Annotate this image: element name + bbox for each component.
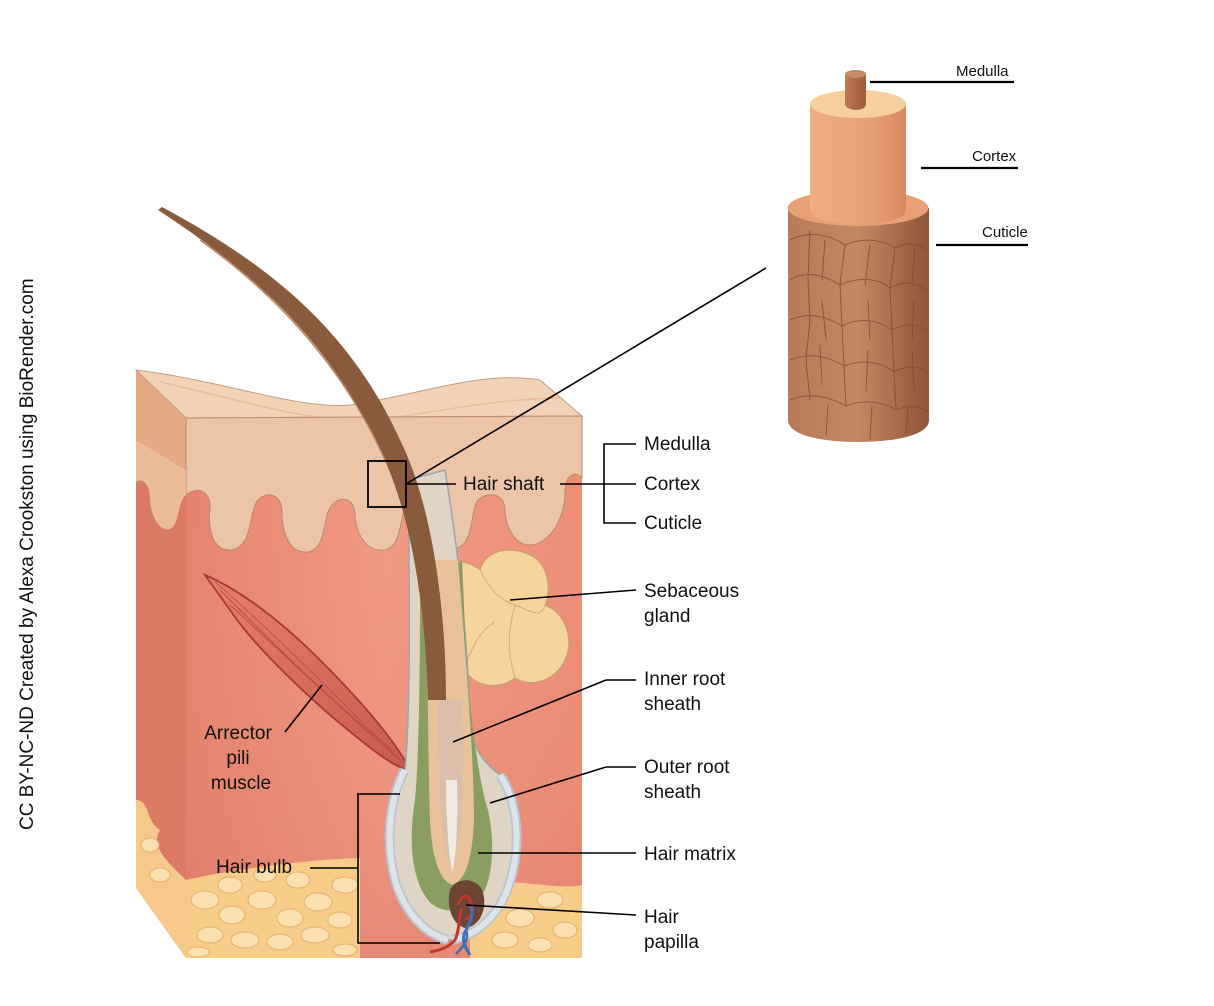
credit-text: CC BY-NC-ND Created by Alexa Crookston u… (17, 278, 38, 830)
skin-block (134, 369, 584, 958)
label-hair-bulb: Hair bulb (216, 857, 292, 878)
leader-lines (284, 80, 1028, 944)
label-arrector-2: pili (226, 748, 249, 769)
inset-label-cortex: Cortex (972, 148, 1017, 165)
label-cortex: Cortex (644, 474, 700, 495)
arrector-pili-muscle-shape (202, 572, 412, 771)
inset-label-medulla: Medulla (956, 63, 1009, 80)
label-medulla: Medulla (644, 434, 711, 455)
hair-papilla-shape (448, 880, 485, 928)
label-cuticle: Cuticle (644, 513, 702, 534)
label-arrector-1: Arrector (204, 723, 272, 744)
label-hair-papilla-2: papilla (644, 932, 699, 953)
label-inner-root-sheath-2: sheath (644, 694, 701, 715)
label-hair-shaft: Hair shaft (463, 474, 545, 495)
inset-medulla (845, 74, 866, 110)
epidermis (185, 415, 583, 553)
label-arrector-3: muscle (211, 773, 271, 794)
label-hair-matrix: Hair matrix (644, 844, 736, 865)
label-sebaceous-gland-1: Sebaceous (644, 581, 739, 602)
inset-label-cuticle: Cuticle (982, 224, 1028, 241)
inset-cortex (810, 104, 906, 224)
hair-strand (158, 207, 446, 700)
label-outer-root-sheath-1: Outer root (644, 757, 730, 778)
label-inner-root-sheath-1: Inner root (644, 669, 726, 690)
label-hair-papilla-1: Hair (644, 907, 680, 928)
hair-cross-section-inset (787, 70, 929, 442)
label-outer-root-sheath-2: sheath (644, 782, 701, 803)
label-sebaceous-gland-2: gland (644, 606, 691, 627)
labels: Hair shaft Medulla Cortex Cuticle Sebace… (204, 63, 1028, 953)
